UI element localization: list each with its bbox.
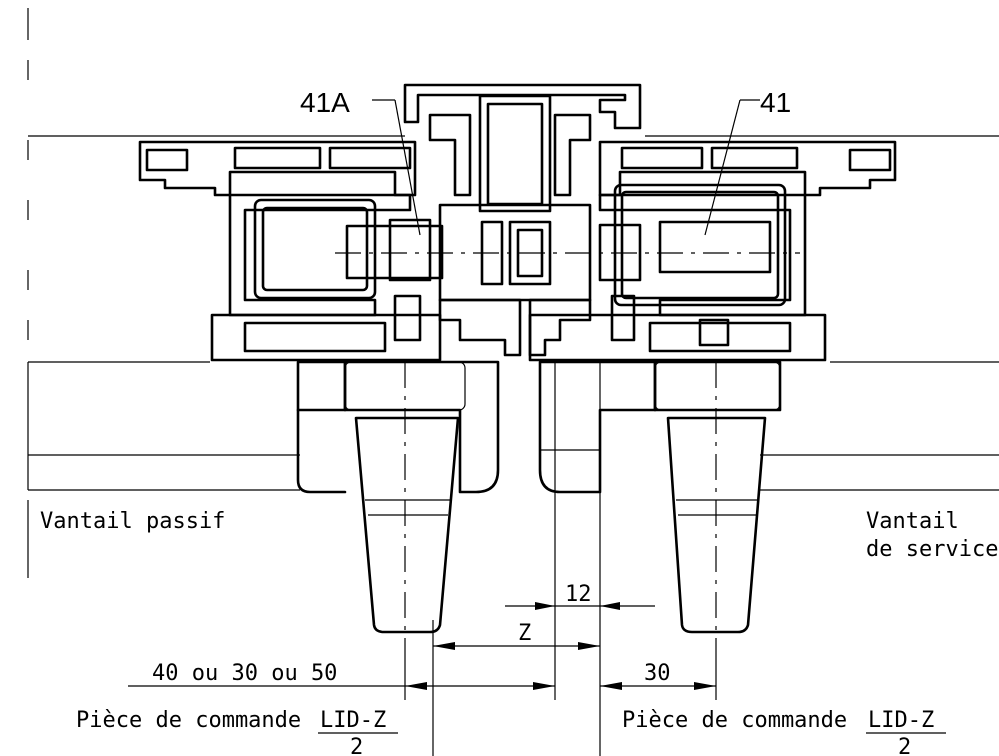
formula-right-prefix: Pièce de commande (622, 708, 847, 733)
formula-left-denominator: 2 (350, 735, 363, 756)
formula-right-numerator: LID-Z (868, 708, 934, 733)
ref-label-41: 41 (760, 87, 791, 118)
formula-left-prefix: Pièce de commande (76, 708, 301, 733)
left-handle (296, 360, 500, 640)
leaf-left-label: Vantail passif (40, 509, 225, 534)
formula-left: Pièce de commande LID-Z 2 (76, 708, 398, 756)
central-mullion-profile (403, 83, 642, 302)
dim-left-label: 40 ou 30 ou 50 (152, 661, 337, 686)
formula-right-denominator: 2 (898, 735, 911, 756)
ref-label-41a: 41A (300, 87, 350, 118)
extension-lines (404, 362, 717, 756)
dim-z-label: Z (518, 621, 531, 646)
right-handle (538, 360, 782, 640)
dimension-z: Z (433, 621, 600, 650)
leader-lines (372, 99, 760, 236)
dim-12-label: 12 (565, 582, 592, 607)
wall-lines (27, 135, 999, 491)
dimension-right: 30 (600, 661, 716, 690)
dimension-12: 12 (505, 582, 655, 610)
right-sash-profile (528, 140, 897, 362)
dim-right-label: 30 (644, 661, 671, 686)
formula-right: Pièce de commande LID-Z 2 (622, 708, 946, 756)
leaf-right-label-1: Vantail (866, 509, 959, 534)
formula-left-numerator: LID-Z (320, 708, 386, 733)
leaf-right-label-2: de service (866, 537, 998, 562)
left-sash-profile (138, 140, 522, 362)
dimension-left: 40 ou 30 ou 50 (128, 661, 555, 690)
